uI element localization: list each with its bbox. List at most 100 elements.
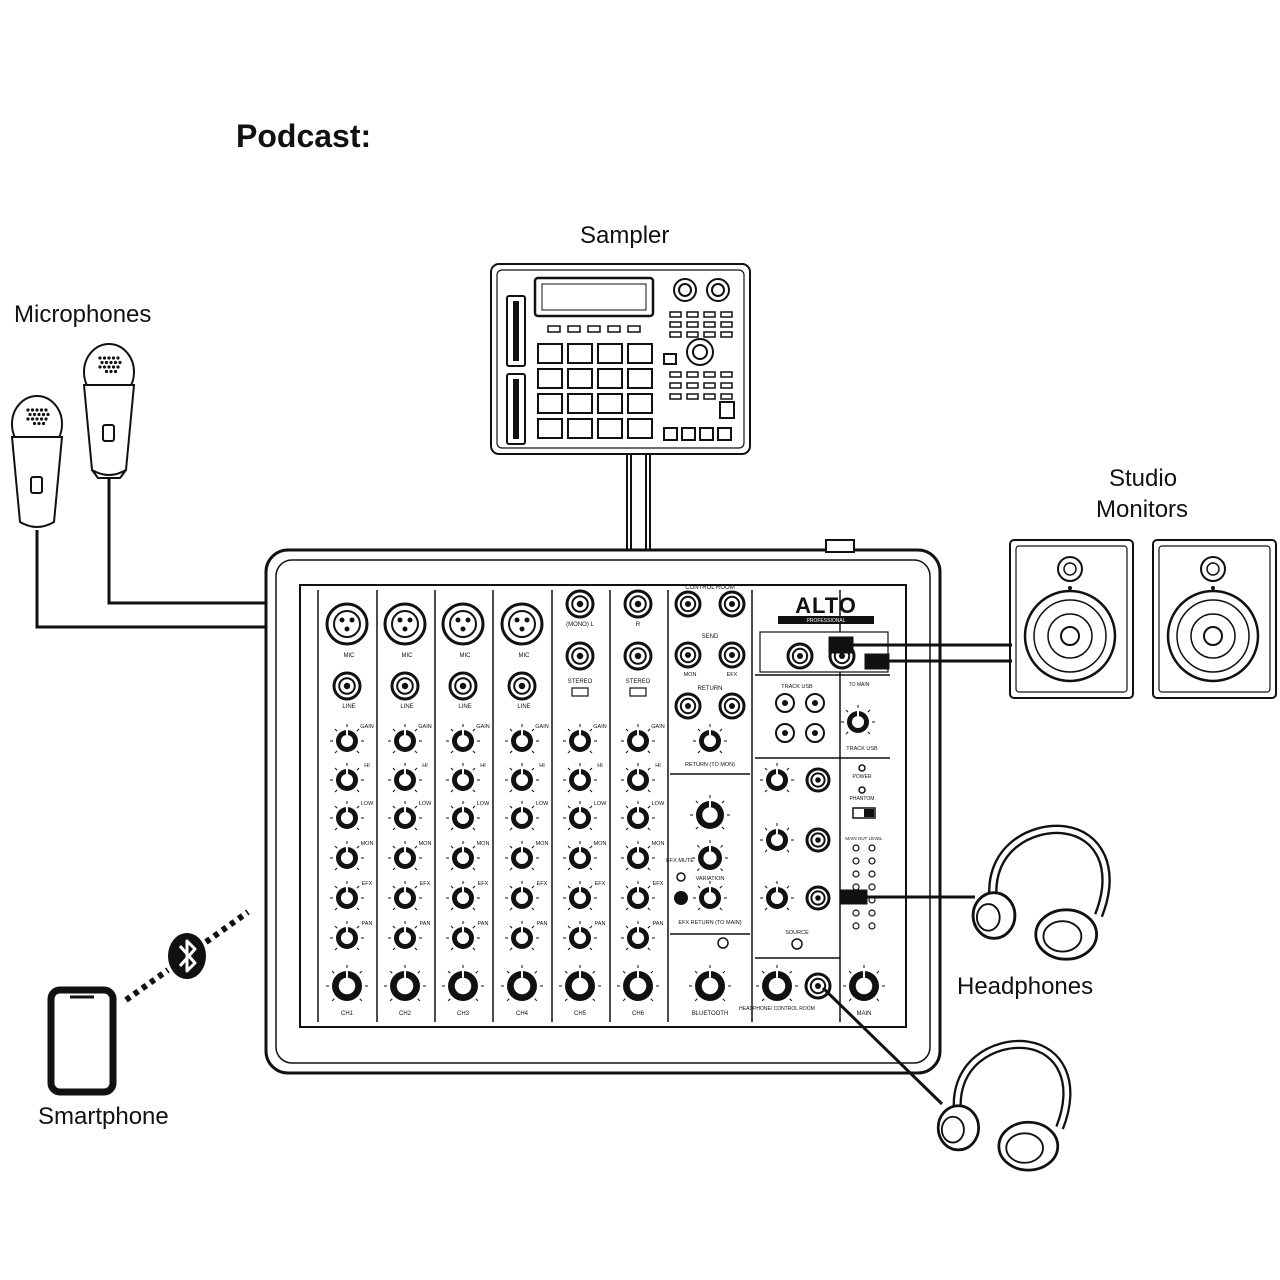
knob-label: EFX <box>362 881 373 887</box>
sampler-button <box>703 371 716 378</box>
knob <box>621 724 655 754</box>
sampler-pad <box>597 368 623 389</box>
knob-label: HI <box>597 763 603 769</box>
meter-led <box>868 870 876 878</box>
knob <box>330 881 364 911</box>
knob-label: LOW <box>477 801 490 807</box>
sampler-pad <box>597 418 623 439</box>
sampler-buttons <box>547 311 735 441</box>
sampler-pad <box>567 393 593 414</box>
knob <box>621 801 655 831</box>
jack <box>674 590 702 618</box>
knob <box>446 724 480 754</box>
channel-label: CH5 <box>574 1011 587 1017</box>
return-to-mon-label: RETURN (TO MON) <box>685 762 735 768</box>
knob <box>505 841 539 871</box>
smartphone-icon <box>47 986 117 1096</box>
mixer-brand-logo: ALTO <box>795 593 857 618</box>
grille-dot <box>116 365 120 369</box>
microphone-grille <box>26 356 122 426</box>
stereo-switch <box>629 687 647 697</box>
label-studio-monitors-2: Monitors <box>1096 496 1189 523</box>
sampler-button <box>703 321 716 328</box>
line-input <box>565 641 595 671</box>
meter-led <box>852 909 860 917</box>
channel-label: CH3 <box>457 1011 470 1017</box>
label-microphones: Microphones <box>14 301 152 328</box>
knob <box>442 965 484 1002</box>
sampler-button <box>686 393 699 400</box>
knob <box>563 921 597 951</box>
grille-dot <box>100 360 104 365</box>
knob-label: EFX <box>537 881 548 887</box>
grille-dot <box>41 412 46 417</box>
knob-label: HI <box>364 763 370 769</box>
label-studio-monitors-1: Studio <box>1109 465 1178 492</box>
sampler-button <box>587 325 601 333</box>
knob-label: GAIN <box>476 724 489 730</box>
stereo-label: STEREO <box>626 679 651 685</box>
sampler-button <box>699 427 714 441</box>
sampler-button <box>720 393 733 400</box>
knob <box>388 724 422 754</box>
sampler-button <box>720 311 733 318</box>
knob-label: MON <box>536 841 549 847</box>
meter-led <box>868 883 876 891</box>
meter-led <box>852 883 860 891</box>
main-out-level-label: MAIN OUT LEVEL <box>845 836 883 841</box>
grille-dot <box>107 356 111 360</box>
sampler-button <box>669 321 682 328</box>
knob <box>756 965 798 1002</box>
grille-dot <box>98 356 102 360</box>
send-efx-label: EFX <box>727 672 738 678</box>
grille-dot <box>30 417 35 421</box>
send-label: SEND <box>702 634 719 640</box>
source-label: SOURCE <box>785 930 809 936</box>
knob <box>446 841 480 871</box>
headphone-jack <box>805 885 831 911</box>
knob-label: PAN <box>478 921 489 927</box>
knob <box>621 841 655 871</box>
knob <box>388 921 422 951</box>
channel-label: CH6 <box>632 1011 645 1017</box>
sampler-pad <box>597 393 623 414</box>
line-label: LINE <box>458 704 471 710</box>
knob <box>693 881 727 911</box>
phantom-label: PHANTOM <box>850 796 875 802</box>
sampler-button <box>703 393 716 400</box>
line-input <box>507 671 537 701</box>
send-mon-label: MON <box>684 672 697 678</box>
knob-label: PAN <box>537 921 548 927</box>
sampler-pad <box>537 418 563 439</box>
bluetooth-label: BLUETOOTH <box>692 1011 729 1017</box>
sampler-pad <box>627 393 653 414</box>
grille-dot <box>28 412 32 417</box>
knob <box>388 841 422 871</box>
phantom-led <box>858 786 866 794</box>
knob-label: HI <box>480 763 486 769</box>
knob-label: PAN <box>420 921 431 927</box>
knob <box>330 763 364 793</box>
knob <box>760 823 794 853</box>
diagram-title: Podcast: <box>236 118 372 154</box>
knob-label: EFX <box>478 881 489 887</box>
line-input <box>390 671 420 701</box>
studio-monitor-icon <box>1009 539 1277 699</box>
sampler-button <box>567 325 581 333</box>
knob <box>563 801 597 831</box>
sampler-button <box>719 401 735 419</box>
sampler-button <box>717 427 732 441</box>
sampler-button <box>669 311 682 318</box>
meter-led <box>852 844 860 852</box>
grille-dot <box>37 421 41 426</box>
xlr-input <box>325 602 369 646</box>
grille-dot <box>113 369 118 374</box>
sampler-button <box>720 371 733 378</box>
meter-led <box>852 922 860 930</box>
knob <box>330 801 364 831</box>
line-input <box>565 589 595 619</box>
meter-led <box>868 857 876 865</box>
grille-dot <box>104 360 109 365</box>
